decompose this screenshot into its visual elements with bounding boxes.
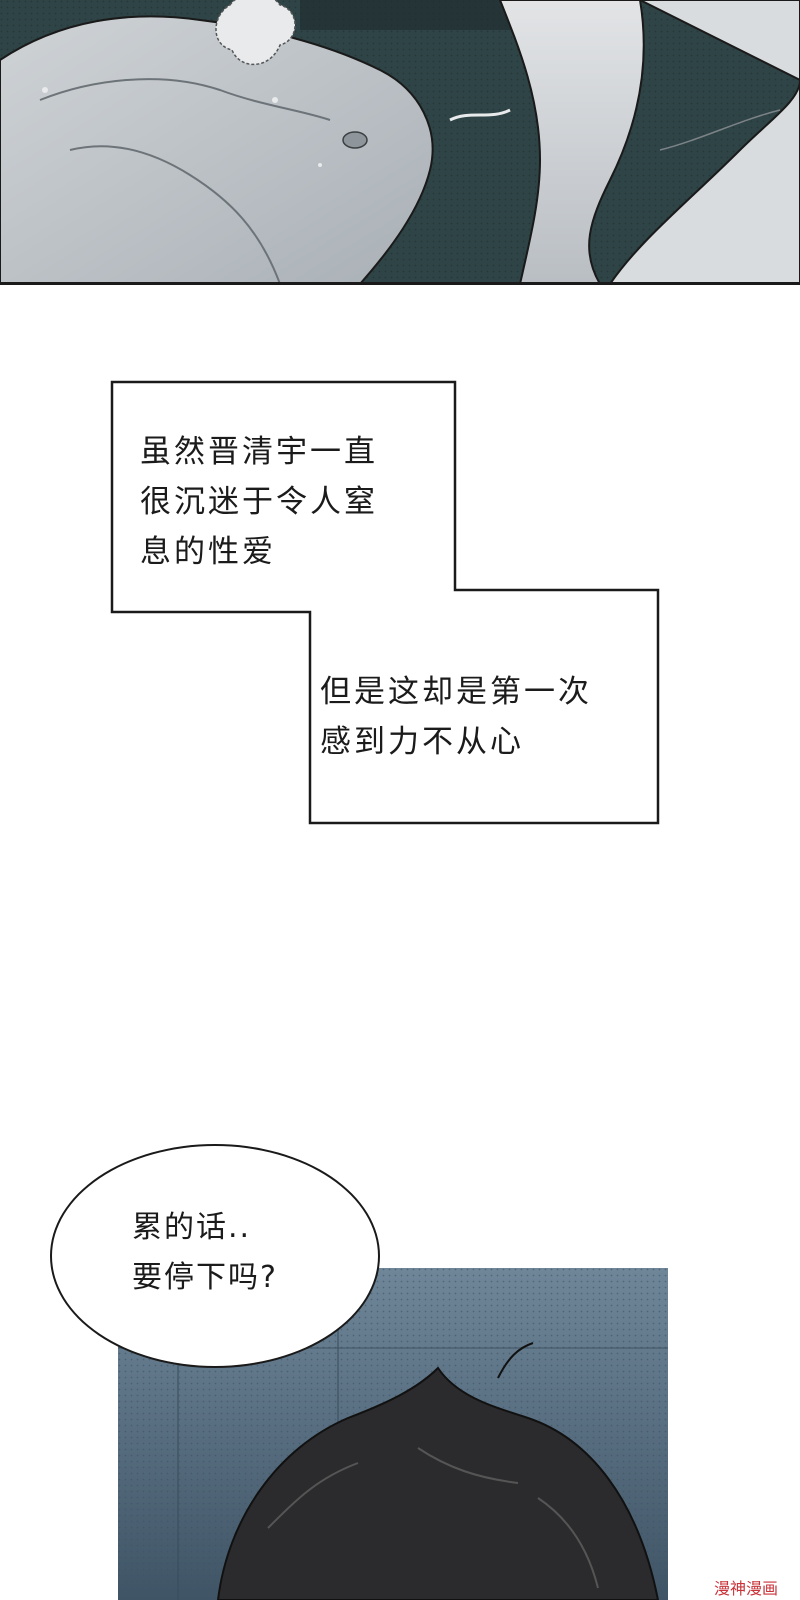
watermark-text: 漫神漫画 — [714, 1579, 779, 1598]
speech-bubble — [50, 1144, 380, 1368]
speech-bubble-text: 累的话.. 要停下吗? — [132, 1210, 278, 1295]
narration-text-1: 虽然晋清宇一直 很沉迷于令人窒 息的性爱 — [140, 434, 378, 570]
panel-border — [0, 282, 800, 285]
top-panel-artwork — [0, 0, 800, 284]
narration-text-2: 但是这却是第一次 感到力不从心 — [320, 674, 592, 760]
top-comic-panel — [0, 0, 800, 284]
